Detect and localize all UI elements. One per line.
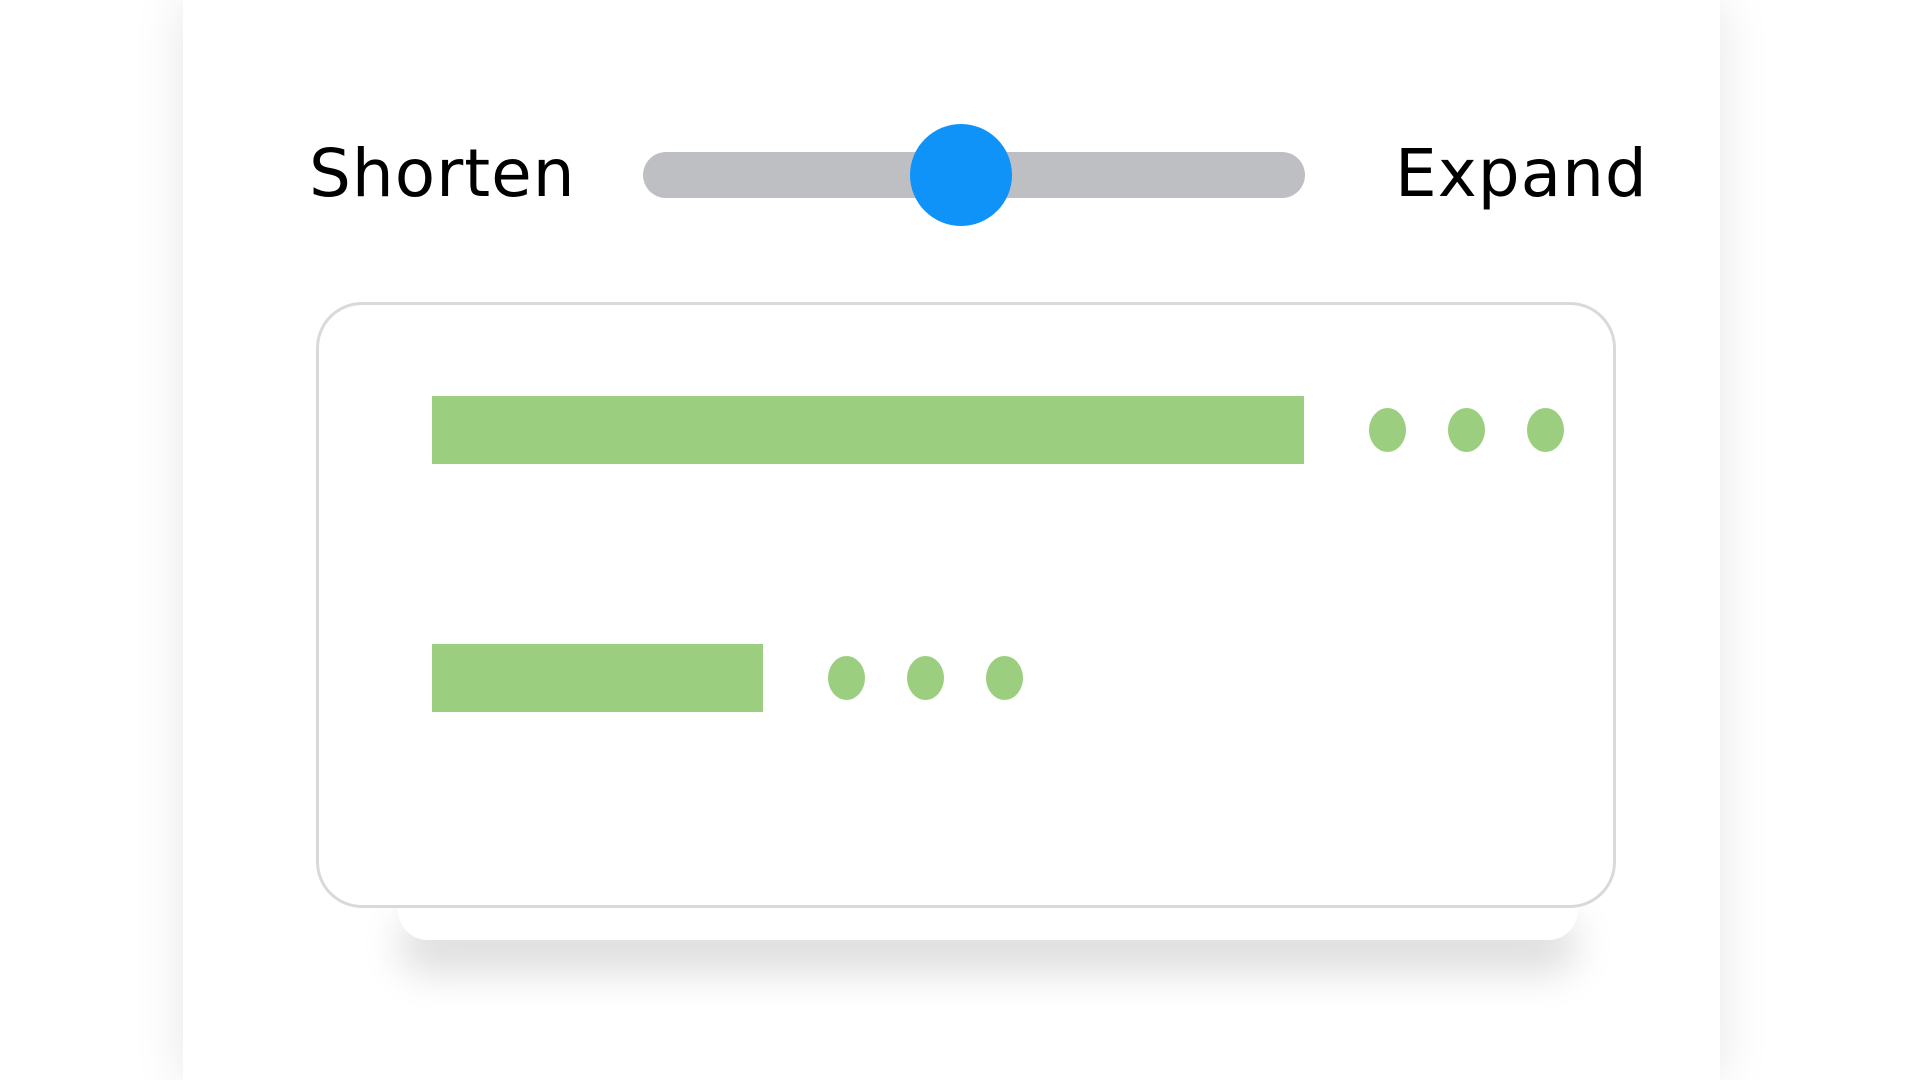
preview-row-long [319,396,1613,466]
dot [828,656,865,700]
ellipsis-icon [1369,408,1564,452]
slider-track[interactable] [643,124,1305,226]
text-line-bar [432,396,1304,464]
preview-row-short [319,644,1613,714]
text-line-bar [432,644,763,712]
ellipsis-icon [828,656,1023,700]
dot [1448,408,1485,452]
length-slider-row: Shorten Expand [183,0,1720,260]
dot [907,656,944,700]
slider-thumb[interactable] [909,124,1012,226]
dot [986,656,1023,700]
dot [1369,408,1406,452]
shorten-label: Shorten [309,135,576,212]
text-preview-card [316,302,1616,908]
dot [1527,408,1564,452]
length-adjust-panel: Shorten Expand [183,0,1720,1080]
expand-label: Expand [1395,135,1648,212]
